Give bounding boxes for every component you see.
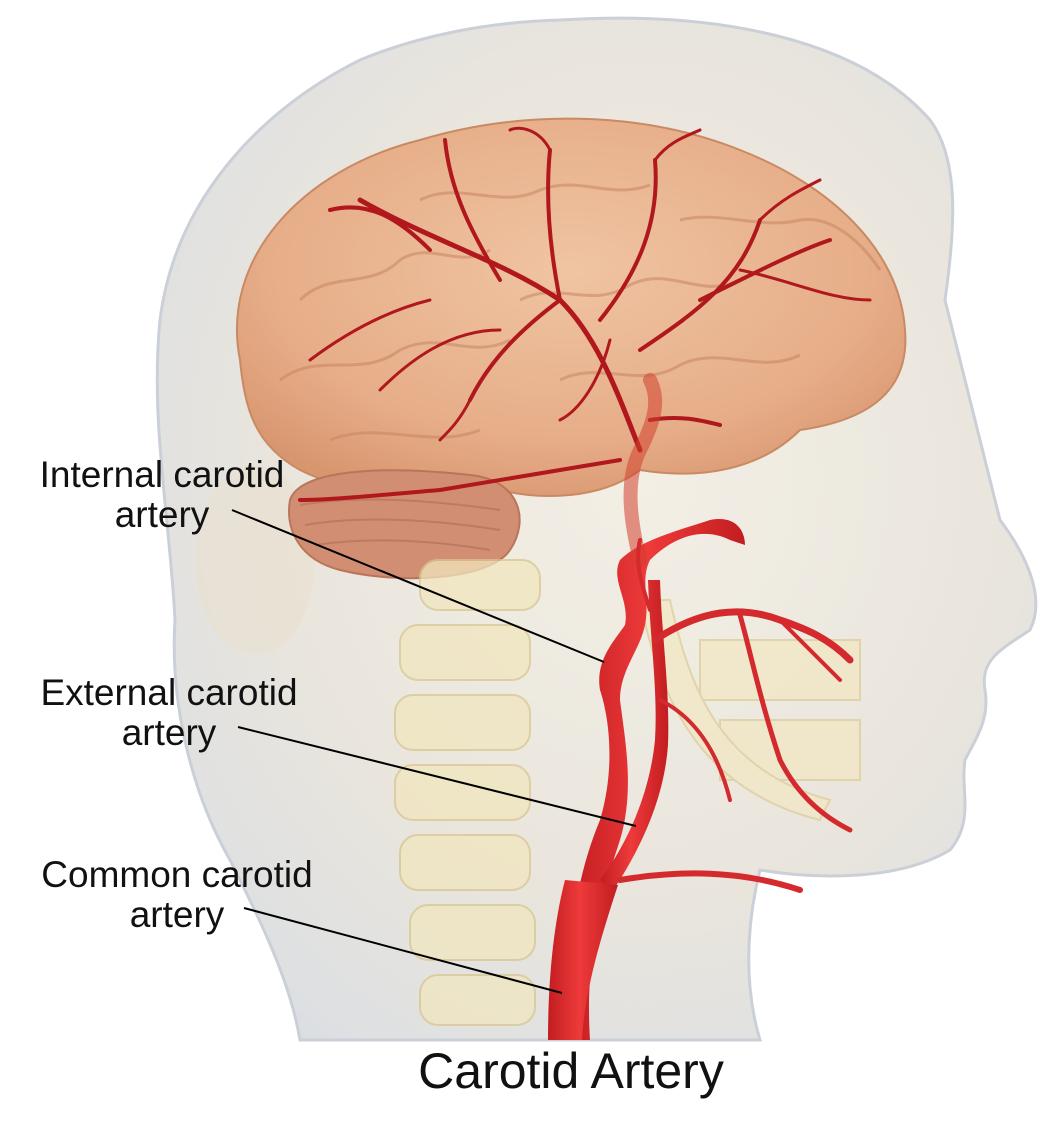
label-common-carotid-artery: Common carotid artery xyxy=(12,855,342,935)
label-external-carotid-artery: External carotid artery xyxy=(14,673,324,753)
label-external-line2: artery xyxy=(121,712,217,753)
leader-lines xyxy=(231,509,637,994)
label-common-line1: Common carotid xyxy=(41,854,313,895)
leader-line-external xyxy=(237,726,637,827)
external-carotid-branches xyxy=(617,538,854,893)
label-internal-line1: Internal carotid xyxy=(39,454,285,495)
ear-shape xyxy=(195,465,315,655)
diagram-title: Carotid Artery xyxy=(418,1043,724,1099)
leader-line-common xyxy=(243,907,563,994)
cervical-spine xyxy=(394,559,541,1026)
label-internal-line2: artery xyxy=(114,494,210,535)
cerebellum-folia xyxy=(299,498,501,551)
label-external-line1: External carotid xyxy=(40,672,298,713)
cerebral-artery-branches xyxy=(298,126,872,502)
label-internal-carotid-artery: Internal carotid artery xyxy=(12,455,312,535)
external-carotid-artery xyxy=(600,580,669,892)
label-common-line2: artery xyxy=(129,894,225,935)
internal-carotid-artery xyxy=(568,519,745,1040)
common-carotid-artery xyxy=(548,880,618,1040)
internal-carotid-siphon xyxy=(623,373,663,567)
leader-line-internal xyxy=(231,509,605,663)
